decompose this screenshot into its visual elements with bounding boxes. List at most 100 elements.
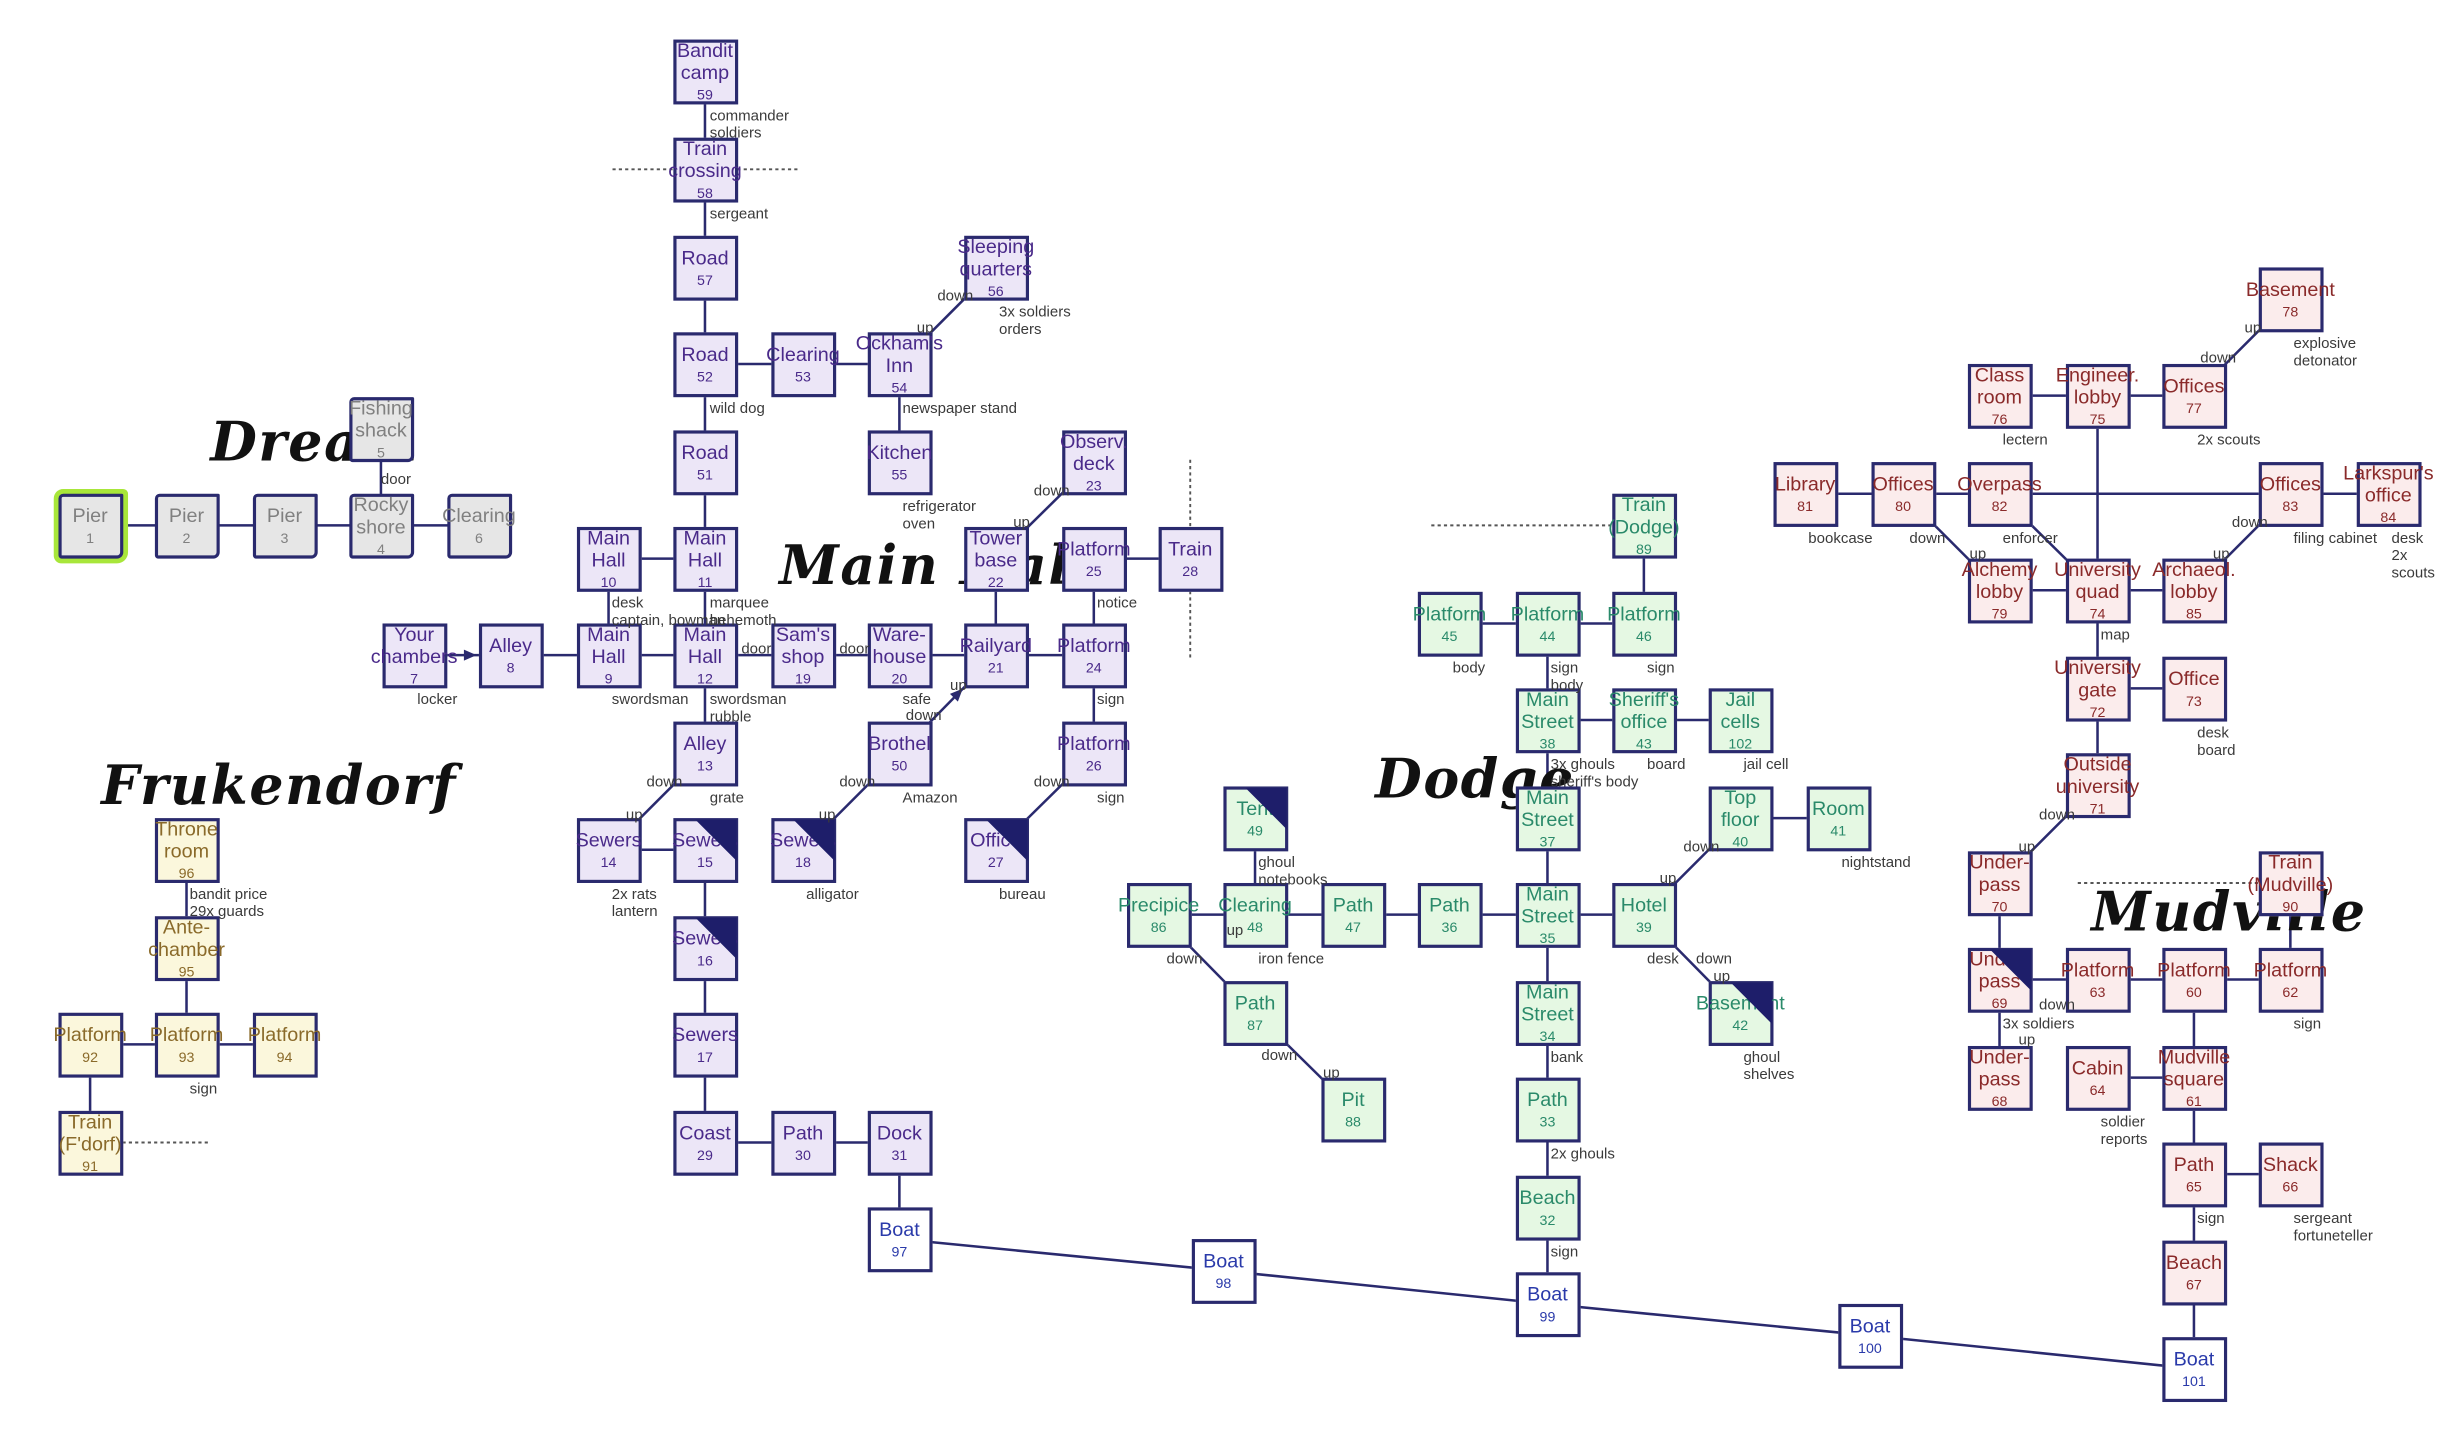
room-89[interactable]: Train (Dodge)89 (1608, 492, 1680, 558)
room-91[interactable]: Train (F'dorf)91 (57, 1110, 123, 1175)
room-90[interactable]: Train (Mudville)90 (2248, 850, 2333, 916)
